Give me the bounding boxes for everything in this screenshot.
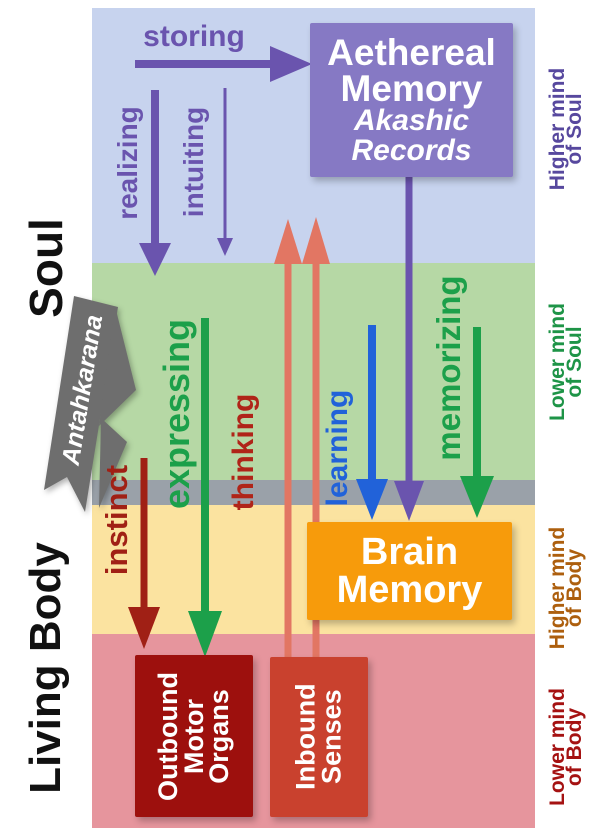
- aethereal-memory-title-line2: Memory: [340, 67, 483, 109]
- brain-memory-box: Brain Memory: [307, 522, 512, 620]
- inbound-line1: Inbound: [290, 683, 321, 791]
- brain-memory-title-line2: Memory: [336, 569, 483, 611]
- soul-section-label: Soul: [20, 218, 72, 318]
- realizing-arrow: [139, 90, 171, 276]
- higher-mind-of-soul-label: Higher mind of Soul: [546, 67, 586, 191]
- higher-mind-of-body-label: Higher mind of Body: [546, 526, 586, 650]
- outbound-line1: Outbound: [152, 671, 183, 801]
- expressing-arrow-label: expressing: [156, 318, 197, 510]
- intuiting-arrow: [217, 88, 233, 256]
- inbound-senses-box: Inbound Senses: [270, 657, 368, 817]
- learning-arrow-label: learning: [321, 389, 354, 507]
- expressing-arrow: [188, 318, 222, 657]
- aethereal-memory-box: Aethereal Memory Akashic Records: [310, 23, 513, 177]
- realizing-arrow-label: realizing: [112, 106, 143, 220]
- instinct-arrow: [128, 458, 160, 649]
- aethereal-memory-title-line1: Aethereal: [327, 32, 496, 74]
- akashic-records-line1: Akashic: [353, 104, 470, 138]
- storing-arrow-label: storing: [143, 20, 245, 53]
- memorizing-arrow-label: memorizing: [430, 275, 467, 461]
- thinking-arrow-label: thinking: [227, 393, 260, 511]
- outbound-line2: Motor: [178, 698, 209, 774]
- lower-mind-of-soul-label: Lower mind of Soul: [546, 303, 586, 421]
- inbound-line2: Senses: [316, 689, 346, 785]
- lower-mind-of-body-label: Lower mind of Body: [546, 688, 586, 806]
- outbound-motor-organs-box: Outbound Motor Organs: [135, 655, 253, 817]
- aethereal-to-brain-arrow: [394, 177, 424, 521]
- memorizing-arrow: [460, 327, 494, 518]
- outbound-line3: Organs: [203, 688, 234, 784]
- antahkarana-ribbon: [44, 296, 136, 512]
- living-body-section-label: Living Body: [21, 542, 70, 794]
- instinct-arrow-label: instinct: [99, 464, 134, 576]
- senses-up-arrow-1: [274, 219, 302, 657]
- brain-memory-title-line1: Brain: [360, 531, 459, 573]
- learning-arrow: [356, 325, 388, 520]
- akashic-records-line2: Records: [351, 133, 472, 167]
- intuiting-arrow-label: intuiting: [178, 106, 209, 218]
- storing-arrow: [135, 46, 312, 82]
